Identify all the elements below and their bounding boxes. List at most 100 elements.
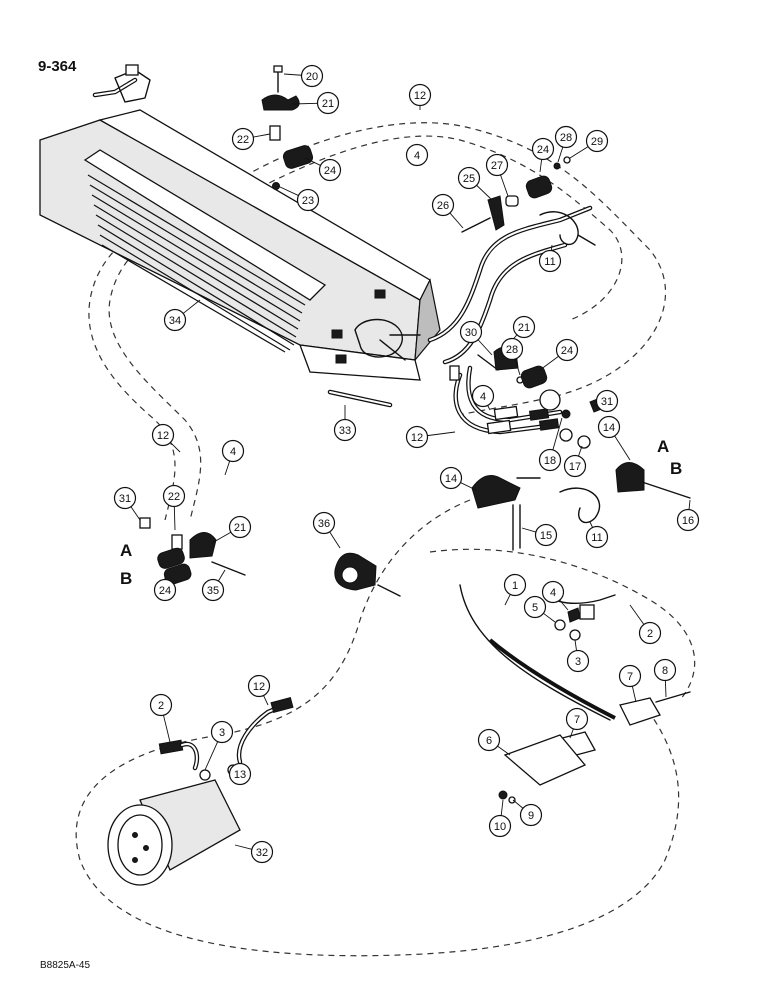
callout-circle	[300, 64, 324, 88]
callout-number: 4	[480, 391, 486, 403]
callout-circle	[312, 511, 336, 535]
part-callout-5: 5	[523, 595, 547, 619]
callout-number: 2	[647, 628, 653, 640]
callout-number: 8	[662, 665, 668, 677]
callout-circle	[503, 573, 527, 597]
callout-number: 20	[306, 71, 318, 83]
part-callout-16: 16	[676, 508, 700, 532]
callout-leader-line	[283, 73, 302, 76]
callout-leader-line	[592, 404, 598, 407]
callout-circle	[228, 515, 252, 539]
callout-number: 32	[256, 847, 268, 859]
callout-number: 9	[528, 810, 534, 822]
part-callout-11: 11	[585, 525, 609, 549]
callout-number: 24	[324, 165, 336, 177]
callout-number: 4	[414, 150, 420, 162]
part-callout-22: 22	[231, 127, 255, 151]
part-callout-36: 36	[312, 511, 336, 535]
callout-leader-line	[504, 594, 511, 606]
callout-circle	[405, 143, 429, 167]
callout-number: 24	[561, 345, 573, 357]
callout-circle	[638, 621, 662, 645]
callout-circle	[585, 129, 609, 153]
callout-number: 31	[601, 396, 613, 408]
callout-number: 23	[302, 195, 314, 207]
callout-leader-line	[224, 460, 231, 476]
callout-leader-line	[557, 146, 564, 163]
callout-number: 21	[234, 522, 246, 534]
callout-circle	[149, 693, 173, 717]
part-callout-12: 12	[408, 83, 432, 107]
callout-circle	[488, 814, 512, 838]
callout-circle	[228, 762, 252, 786]
callout-number: 6	[486, 735, 492, 747]
part-callout-8: 8	[653, 658, 677, 682]
part-callout-25: 25	[457, 166, 481, 190]
callout-circle	[316, 91, 340, 115]
part-callout-32: 32	[250, 840, 274, 864]
left-clamp-hardware	[139, 517, 246, 585]
ref-letter-b-left: B	[120, 569, 132, 588]
ref-letter-a-left: A	[120, 541, 132, 560]
callout-number: 12	[157, 430, 169, 442]
callout-leader-line	[629, 604, 645, 625]
callout-circle	[247, 674, 271, 698]
callout-number: 3	[575, 656, 581, 668]
callout-leader-line	[514, 358, 521, 376]
callout-leader-line	[500, 174, 509, 197]
callout-number: 16	[682, 515, 694, 527]
callout-circle	[485, 153, 509, 177]
callout-number: 29	[591, 136, 603, 148]
callout-number: 7	[627, 671, 633, 683]
part-callout-23: 23	[296, 188, 320, 212]
part-callout-24: 24	[153, 578, 177, 602]
callout-leader-line	[578, 445, 583, 457]
callout-circle	[162, 484, 186, 508]
callout-circle	[477, 728, 501, 752]
callout-leader-line	[614, 435, 631, 461]
callout-circle	[163, 308, 187, 332]
callout-leader-line	[163, 715, 171, 743]
callout-circle	[563, 454, 587, 478]
callout-number: 22	[168, 491, 180, 503]
part-callout-3: 3	[566, 649, 590, 673]
part-callout-20: 20	[300, 64, 324, 88]
callout-leader-line	[550, 244, 553, 251]
callout-number: 27	[491, 160, 503, 172]
callout-circle	[210, 720, 234, 744]
part-callout-21: 21	[316, 91, 340, 115]
right-bracket-assembly	[471, 462, 691, 551]
callout-leader-line	[291, 102, 318, 105]
part-callout-11: 11	[538, 249, 562, 273]
page-number: 9-364	[38, 58, 77, 75]
callout-leader-line	[539, 355, 559, 371]
part-callout-15: 15	[534, 523, 558, 547]
callout-circle	[431, 193, 455, 217]
callout-circle	[439, 466, 463, 490]
callout-number: 31	[119, 493, 131, 505]
callout-circle	[408, 83, 432, 107]
ref-letter-b-right: B	[670, 459, 682, 478]
callout-leader-line	[487, 405, 491, 411]
part-callout-24: 24	[555, 338, 579, 362]
part-callout-17: 17	[563, 454, 587, 478]
callout-leader-line	[589, 521, 593, 528]
callout-circle	[565, 707, 589, 731]
part-callout-26: 26	[431, 193, 455, 217]
callout-circle	[318, 158, 342, 182]
callout-leader-line	[170, 442, 181, 453]
part-callout-4: 4	[471, 384, 495, 408]
part-callout-34: 34	[163, 308, 187, 332]
callout-leader-line	[182, 299, 201, 314]
callout-circle	[531, 137, 555, 161]
callout-circle	[555, 338, 579, 362]
callout-number: 35	[207, 585, 219, 597]
callout-circle	[595, 389, 619, 413]
callout-leader-line	[559, 599, 569, 611]
callout-circle	[541, 580, 565, 604]
callout-number: 28	[560, 132, 572, 144]
part-callout-24: 24	[531, 137, 555, 161]
callout-number: 4	[230, 446, 236, 458]
part-callout-9: 9	[519, 803, 543, 827]
